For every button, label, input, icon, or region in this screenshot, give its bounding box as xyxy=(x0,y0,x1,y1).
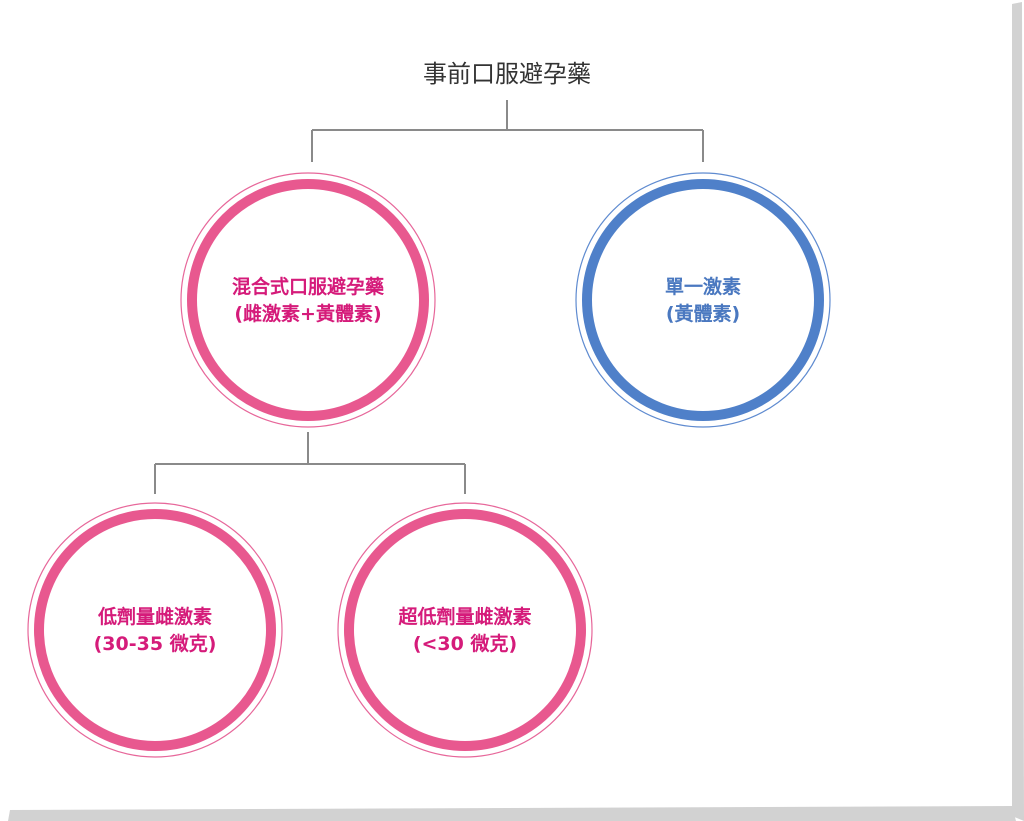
node-single-line2: (黃體素) xyxy=(666,302,740,325)
node-combined-ring xyxy=(187,179,429,421)
node-ultra-low-dose: 超低劑量雌激素 (<30 微克) xyxy=(337,502,593,758)
node-ultra-low-dose-outer-ring xyxy=(337,502,593,758)
node-ultra-low-dose-ring xyxy=(344,509,586,751)
node-low-dose: 低劑量雌激素 (30-35 微克) xyxy=(27,502,283,758)
node-combined: 混合式口服避孕藥 (雌激素+黃體素) xyxy=(180,172,436,428)
connectors xyxy=(154,100,704,494)
node-low-dose-outer-ring xyxy=(27,502,283,758)
node-ultra-low-dose-line1: 超低劑量雌激素 xyxy=(397,605,531,628)
node-single-outer-ring xyxy=(575,172,831,428)
node-low-dose-line1: 低劑量雌激素 xyxy=(97,605,212,628)
paper-shadow-bottom xyxy=(8,806,1016,821)
node-low-dose-line2: (30-35 微克) xyxy=(94,632,217,655)
node-combined-line1: 混合式口服避孕藥 xyxy=(232,275,385,298)
node-low-dose-ring xyxy=(34,509,276,751)
node-combined-outer-ring xyxy=(180,172,436,428)
node-single-line1: 單一激素 xyxy=(665,275,741,298)
node-single-ring xyxy=(582,179,824,421)
root-label: 事前口服避孕藥 xyxy=(423,60,591,88)
node-single: 單一激素 (黃體素) xyxy=(575,172,831,428)
node-combined-line2: (雌激素+黃體素) xyxy=(234,302,381,325)
node-ultra-low-dose-line2: (<30 微克) xyxy=(413,632,517,655)
paper-shadow-right xyxy=(1012,2,1024,821)
